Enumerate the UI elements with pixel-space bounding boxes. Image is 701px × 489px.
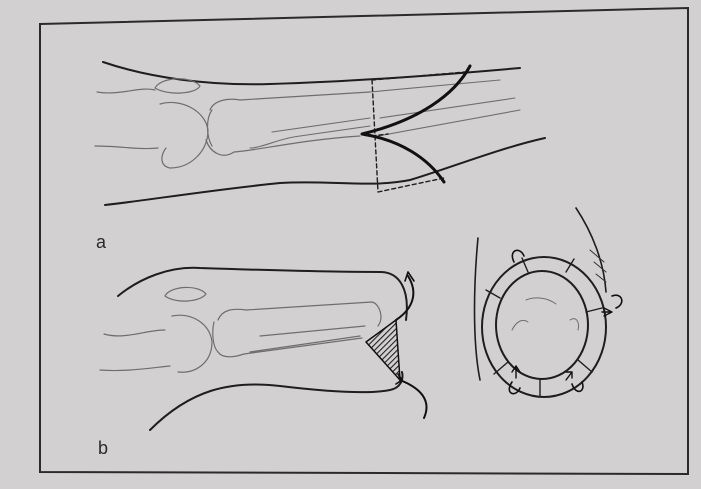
panel-b-label: b xyxy=(98,438,108,459)
panel-a-label: a xyxy=(96,232,106,253)
